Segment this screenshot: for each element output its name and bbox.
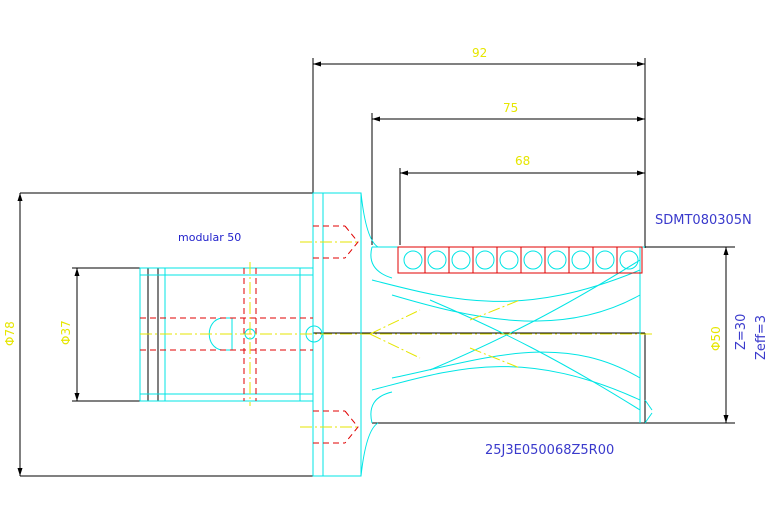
insert-row	[397, 246, 643, 274]
insert-7	[547, 250, 567, 270]
teeth-count-label: Z=30	[734, 314, 749, 350]
center-lines	[140, 241, 655, 428]
dim-78-text: Φ78	[3, 321, 17, 346]
annotation-texts: SDMT080305N modular 50 25J3E050068Z5R00 …	[178, 213, 767, 458]
insert-code-label: SDMT080305N	[655, 213, 752, 228]
insert-5	[499, 250, 519, 270]
insert-3	[451, 250, 471, 270]
flute-curve-5	[429, 299, 641, 411]
effective-teeth-label: Zeff=3	[754, 315, 767, 360]
neck-bottom	[360, 422, 379, 477]
dim-68-text: 68	[515, 154, 530, 168]
flute-curve-4	[391, 351, 641, 379]
flute-curve-2	[391, 294, 641, 322]
flute-curve-3	[371, 366, 641, 401]
insert-4	[475, 250, 495, 270]
neck-top	[360, 192, 379, 248]
hidden-lines	[140, 225, 359, 444]
insert-8	[571, 250, 591, 270]
insert-1	[403, 250, 423, 270]
body-code-label: 25J3E050068Z5R00	[485, 443, 614, 458]
dim-92-text: 92	[472, 46, 487, 60]
dim-50-text: Φ50	[709, 326, 723, 351]
dim-75-text: 75	[503, 101, 518, 115]
insert-10	[619, 250, 639, 270]
dim-37-text: Φ37	[59, 320, 73, 345]
insert-2	[427, 250, 447, 270]
flute-curve-6	[429, 259, 641, 371]
arrowheads	[17, 61, 729, 476]
insert-9	[595, 250, 615, 270]
outline-layer	[19, 58, 735, 477]
flute-curve-1	[371, 269, 641, 302]
adapter-label: modular 50	[178, 231, 241, 244]
insert-6	[523, 250, 543, 270]
insert-pocket-frame	[397, 246, 643, 274]
dimension-texts: 92 75 68 Φ78 Φ37 Φ50	[3, 46, 723, 351]
